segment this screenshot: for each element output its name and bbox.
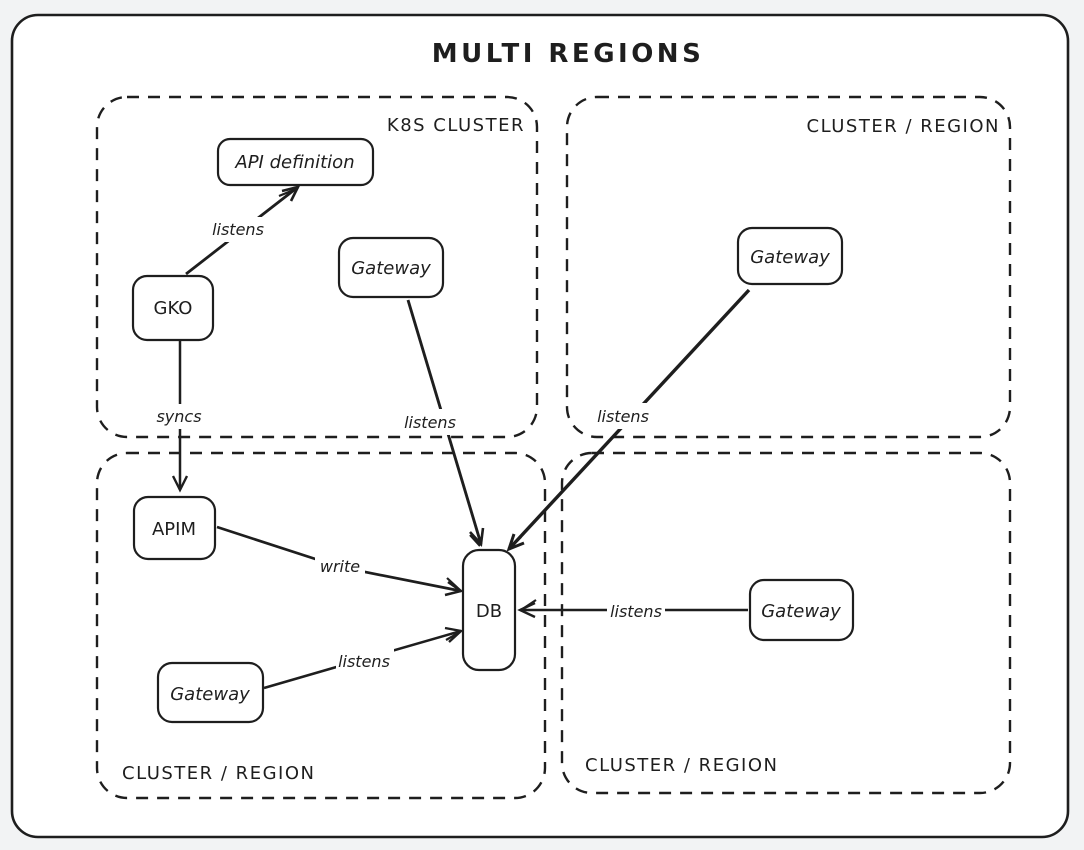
arrowhead-sketch-gateway-k8s-db <box>469 534 481 547</box>
node-gateway-bottom-right-label: Gateway <box>761 601 841 622</box>
node-gateway-bottom-left: Gateway <box>156 661 265 724</box>
diagram-title: MULTI REGIONS <box>432 39 705 69</box>
arrowhead-gateway-se-db <box>517 601 536 619</box>
node-gateway-bottom-left-label: Gateway <box>170 684 250 705</box>
cluster-k8s-label: K8S CLUSTER <box>387 115 525 136</box>
edge-label-gateway-ne-db: listens <box>597 407 649 426</box>
node-gko-box <box>131 274 215 342</box>
arrowhead-sketch-apim-db <box>446 577 461 591</box>
nodes: API definition GKO Gateway Gateway APIM <box>131 137 855 724</box>
edge-label-gko-apim: syncs <box>156 407 201 426</box>
edge-label-bg-gateway-se-db <box>607 598 665 624</box>
cluster-region-top-right <box>565 95 1012 439</box>
node-gateway-bottom-right-box <box>748 578 855 642</box>
cluster-k8s <box>95 95 539 439</box>
node-api-definition: API definition <box>216 137 375 187</box>
edge-label-apim-db: write <box>320 557 360 576</box>
cluster-region-bottom-right-label: CLUSTER / REGION <box>585 755 778 776</box>
edge-label-gko-api: listens <box>212 220 264 239</box>
edge-label-bg-gko-apim <box>152 404 206 429</box>
node-db-label: DB <box>476 601 502 622</box>
arrowhead-sketch-gko-api <box>278 187 297 198</box>
arrowhead-sketch-gateway-ne-db <box>508 536 522 550</box>
edge-label-bg-gateway-k8s-db <box>401 409 461 435</box>
arrowhead-sketch-gateway-sw-db <box>445 631 461 641</box>
node-gateway-k8s: Gateway <box>337 236 445 299</box>
arrowhead-gko-api <box>281 185 301 202</box>
edge-label-gateway-sw-db: listens <box>338 652 390 671</box>
node-gateway-bottom-left-box <box>156 661 265 724</box>
node-apim-label: APIM <box>152 519 196 540</box>
node-apim: APIM <box>132 495 217 561</box>
node-db: DB <box>461 548 517 672</box>
arrowhead-gko-apim <box>171 475 189 493</box>
cluster-region-bottom-left <box>95 451 547 800</box>
clusters: K8S CLUSTER CLUSTER / REGION CLUSTER / R… <box>95 95 1012 800</box>
node-gko: GKO <box>131 274 215 342</box>
edge-label-bg-gateway-ne-db <box>594 403 654 429</box>
edge-label-bg-apim-db <box>315 553 365 578</box>
node-gateway-k8s-box <box>337 236 445 299</box>
node-gateway-top-right-label: Gateway <box>750 247 830 268</box>
edge-labels: listens syncs listens listens write list… <box>152 217 665 674</box>
node-apim-box <box>132 495 217 561</box>
edge-label-gateway-k8s-db: listens <box>404 413 456 432</box>
cluster-region-bottom-right <box>560 451 1012 795</box>
node-api-definition-label: API definition <box>234 152 354 173</box>
edge-label-gateway-se-db: listens <box>610 602 662 621</box>
arrowhead-sketch-gateway-se-db <box>520 599 537 611</box>
arrowhead-gateway-k8s-db <box>469 527 485 547</box>
arrowhead-apim-db <box>444 580 464 597</box>
node-gateway-top-right: Gateway <box>736 226 844 286</box>
edge-label-bg-gateway-sw-db <box>336 648 394 674</box>
node-gateway-k8s-label: Gateway <box>351 258 431 279</box>
edge-label-bg-gko-api <box>211 217 265 242</box>
node-gko-label: GKO <box>154 298 193 319</box>
node-db-box <box>461 548 517 672</box>
arrowhead-gateway-sw-db <box>444 626 464 643</box>
node-api-definition-box <box>216 137 375 187</box>
node-gateway-bottom-right: Gateway <box>748 578 855 642</box>
cluster-region-bottom-left-label: CLUSTER / REGION <box>122 763 315 784</box>
cluster-region-top-right-label: CLUSTER / REGION <box>807 116 1000 137</box>
node-gateway-top-right-box <box>736 226 844 286</box>
